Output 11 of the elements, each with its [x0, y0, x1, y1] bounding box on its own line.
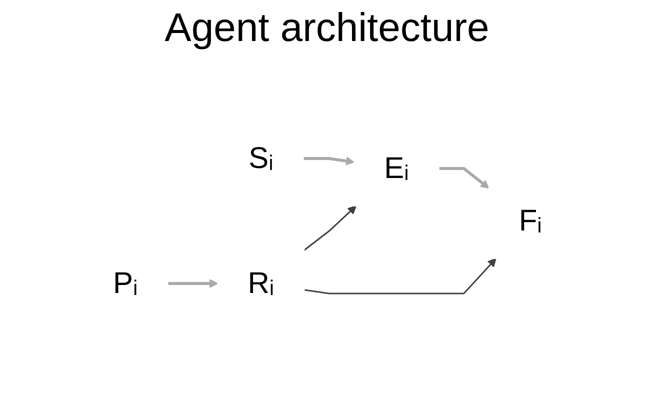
arrow [167, 279, 218, 288]
diagram-title: Agent architecture [164, 6, 490, 51]
node-text: Pᵢ [112, 267, 138, 300]
arrow [303, 206, 356, 251]
arrow [304, 258, 496, 294]
arrow [302, 156, 354, 166]
node-text: Sᵢ [248, 142, 273, 175]
node-text: Fᵢ [518, 204, 542, 238]
node-text: Rᵢ [247, 267, 274, 300]
node-text: Eᵢ [384, 152, 408, 185]
arrow [438, 167, 489, 189]
